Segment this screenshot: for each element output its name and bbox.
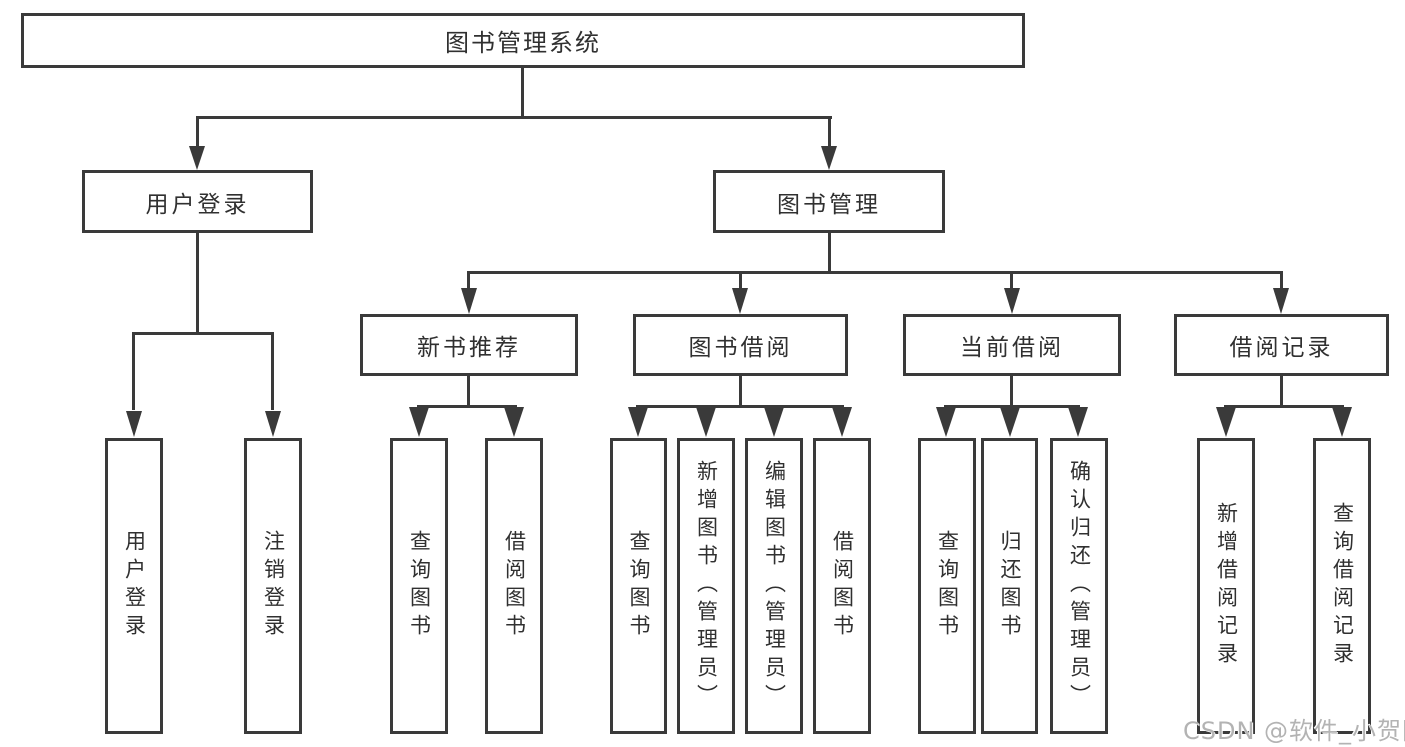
connector-line xyxy=(1224,405,1344,408)
node-label: 图书管理系统 xyxy=(445,29,601,57)
connector-line xyxy=(467,271,1283,274)
node-label: 查询图书 xyxy=(627,530,651,642)
arrow-down-icon xyxy=(1273,288,1289,314)
leaf-query-books-3: 查询图书 xyxy=(918,438,976,734)
connector-line xyxy=(417,405,517,408)
leaf-return-books: 归还图书 xyxy=(981,438,1038,734)
connector-line xyxy=(739,376,742,405)
node-label: 图书借阅 xyxy=(688,335,793,361)
connector-line xyxy=(1280,376,1283,405)
watermark-text: CSDN @软件_小贺同学 xyxy=(1183,717,1405,745)
leaf-borrow-books-1: 借阅图书 xyxy=(485,438,543,734)
arrow-down-icon xyxy=(696,407,716,437)
node-label: 查询图书 xyxy=(935,530,960,642)
arrow-down-icon xyxy=(764,407,784,437)
node-label: 图书管理 xyxy=(777,191,881,218)
node-current-borrowing: 当前借阅 xyxy=(903,314,1121,376)
node-label: 当前借阅 xyxy=(960,335,1064,361)
connector-line xyxy=(196,116,199,146)
connector-line xyxy=(132,332,274,335)
node-label: 借阅记录 xyxy=(1229,335,1334,361)
arrow-down-icon xyxy=(732,288,748,314)
node-label: 用户登录 xyxy=(145,191,250,218)
leaf-edit-books-admin: 编辑图书（管理员） xyxy=(745,438,803,734)
connector-line xyxy=(467,271,470,288)
arrow-down-icon xyxy=(504,407,524,437)
connector-line xyxy=(521,68,524,116)
node-label: 借阅图书 xyxy=(502,530,527,642)
node-label: 编辑图书（管理员） xyxy=(762,460,787,712)
arrow-down-icon xyxy=(461,288,477,314)
arrow-down-icon xyxy=(1004,288,1020,314)
arrow-down-icon xyxy=(265,411,281,437)
arrow-down-icon xyxy=(1068,407,1088,437)
node-label: 用户登录 xyxy=(122,530,147,642)
arrow-down-icon xyxy=(1216,407,1236,437)
node-new-book-recommend: 新书推荐 xyxy=(360,314,578,376)
connector-line xyxy=(196,116,832,119)
node-root: 图书管理系统 xyxy=(21,13,1025,68)
arrow-down-icon xyxy=(628,407,648,437)
node-label: 新增图书（管理员） xyxy=(694,460,719,712)
connector-line xyxy=(271,332,274,410)
node-label: 确认归还（管理员） xyxy=(1067,460,1092,712)
leaf-user-login: 用户登录 xyxy=(105,438,163,734)
arrow-down-icon xyxy=(126,411,142,437)
node-label: 新增借阅记录 xyxy=(1214,502,1239,670)
connector-line xyxy=(467,376,470,405)
node-label: 归还图书 xyxy=(998,530,1022,642)
node-book-borrowing: 图书借阅 xyxy=(633,314,848,376)
arrow-down-icon xyxy=(936,407,956,437)
connector-line xyxy=(636,405,844,408)
leaf-add-books-admin: 新增图书（管理员） xyxy=(677,438,735,734)
leaf-query-borrow-record: 查询借阅记录 xyxy=(1313,438,1371,734)
leaf-confirm-return-admin: 确认归还（管理员） xyxy=(1050,438,1108,734)
node-label: 注销登录 xyxy=(261,530,286,642)
leaf-query-books-1: 查询图书 xyxy=(390,438,448,734)
connector-line xyxy=(1280,271,1283,288)
leaf-logout: 注销登录 xyxy=(244,438,302,734)
arrow-down-icon xyxy=(1000,407,1020,437)
connector-line xyxy=(132,332,135,410)
arrow-down-icon xyxy=(409,407,429,437)
arrow-down-icon xyxy=(189,146,205,170)
connector-line xyxy=(944,405,1080,408)
leaf-add-borrow-record: 新增借阅记录 xyxy=(1197,438,1255,734)
arrow-down-icon xyxy=(1332,407,1352,437)
node-user-login: 用户登录 xyxy=(82,170,313,233)
connector-line xyxy=(828,233,831,271)
arrow-down-icon xyxy=(832,407,852,437)
node-book-management: 图书管理 xyxy=(713,170,945,233)
node-label: 查询图书 xyxy=(407,530,432,642)
node-label: 借阅图书 xyxy=(830,530,855,642)
connector-line xyxy=(739,271,742,288)
leaf-borrow-books-2: 借阅图书 xyxy=(813,438,871,734)
node-borrowing-records: 借阅记录 xyxy=(1174,314,1389,376)
connector-line xyxy=(1010,376,1013,405)
connector-line xyxy=(1010,271,1013,288)
arrow-down-icon xyxy=(821,146,837,170)
node-label: 新书推荐 xyxy=(417,335,521,361)
leaf-query-books-2: 查询图书 xyxy=(610,438,667,734)
connector-line xyxy=(196,233,199,334)
node-label: 查询借阅记录 xyxy=(1330,502,1355,670)
connector-line xyxy=(828,116,831,146)
